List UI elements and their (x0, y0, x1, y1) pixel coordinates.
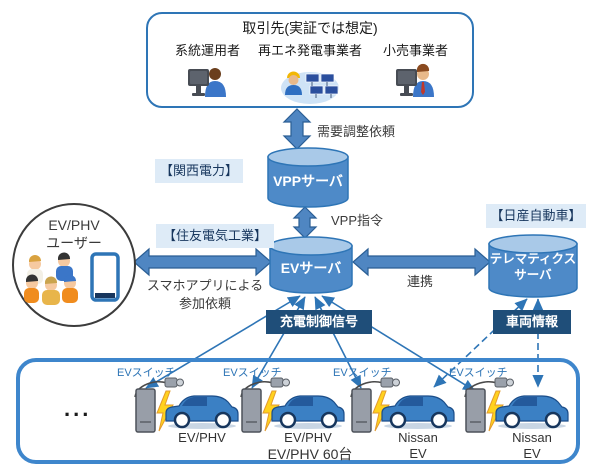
ev-user-label: EV/PHV ユーザー (46, 217, 102, 251)
arrow-partners-vpp (282, 108, 312, 150)
ev-switch-label: EVスイッチ (333, 367, 392, 379)
ev-car-icon (271, 395, 345, 429)
arrow-user-ev (133, 247, 272, 277)
renewable-worker-icon (281, 71, 339, 104)
arrow-vpp-ev (292, 206, 318, 239)
company-chip-sumitomo: 【住友電気工業】 (156, 224, 274, 248)
fleet-ellipsis: ... (64, 396, 92, 421)
ev-car-icon (381, 395, 455, 429)
charger-icon (351, 388, 372, 433)
telematics-server-label: テレマティクス サーバ (489, 252, 577, 282)
demand-adjust-label: 需要調整依頼 (317, 124, 396, 139)
telematics-server-cylinder (488, 234, 578, 298)
company-chip-kansai: 【関西電力】 (155, 159, 243, 183)
vpp-server-cylinder (267, 147, 349, 208)
charger-icon (135, 388, 156, 433)
partners-box-title: 取引先(実証では想定) (242, 20, 378, 36)
entity-label: 系統運用者 (174, 43, 240, 58)
retailer-at-monitor-icon (395, 63, 434, 97)
ev-car-icon (495, 395, 569, 429)
fleet-group-1: EVスイッチ EV/PHV (115, 364, 243, 464)
company-chip-nissan: 【日産自動車】 (486, 204, 586, 228)
charge-control-badge: 充電制御信号 (266, 310, 372, 334)
smartphone-request-label: スマホアプリによる 参加依頼 (146, 278, 264, 311)
entity-label: 小売事業者 (382, 43, 448, 58)
charger-icon (465, 388, 486, 433)
family-icon (24, 252, 78, 305)
entity-renewable-generator: 再エネ発電事業者 (250, 40, 370, 112)
fleet-group-2: EVスイッチ EV/PHV (221, 364, 349, 464)
vehicle-label: EV/PHV (178, 430, 226, 445)
plug-cord-icon (350, 377, 400, 398)
vehicle-label: Nissan EV (398, 430, 438, 461)
ev-server-label: EVサーバ (280, 260, 342, 276)
charger-icon (241, 388, 262, 433)
fleet-total-label: EV/PHV 60台 (267, 446, 353, 462)
vpp-server-label: VPPサーバ (273, 173, 343, 189)
smartphone-icon (90, 252, 120, 302)
entity-retailer: 小売事業者 (368, 40, 463, 112)
vpp-command-label: VPP指令 (331, 213, 384, 228)
operator-at-monitor-icon (187, 68, 226, 97)
vehicle-label: Nissan EV (512, 430, 552, 461)
entity-label: 再エネ発電事業者 (257, 43, 362, 58)
link-label: 連携 (406, 274, 433, 289)
ev-switch-label: EVスイッチ (449, 367, 508, 379)
vehicle-label: EV/PHV (284, 430, 332, 445)
ev-switch-label: EVスイッチ (223, 367, 282, 379)
block-arrows (133, 108, 491, 277)
vehicle-info-badge: 車両情報 (493, 310, 571, 334)
fleet-group-3: EVスイッチ Nissan EV (331, 364, 459, 464)
ev-switch-label: EVスイッチ (117, 367, 176, 379)
ev-car-icon (165, 395, 239, 429)
entity-grid-operator: 系統運用者 (160, 40, 255, 112)
fleet-box (16, 358, 580, 464)
fleet-group-4: EVスイッチ Nissan EV (445, 364, 573, 464)
